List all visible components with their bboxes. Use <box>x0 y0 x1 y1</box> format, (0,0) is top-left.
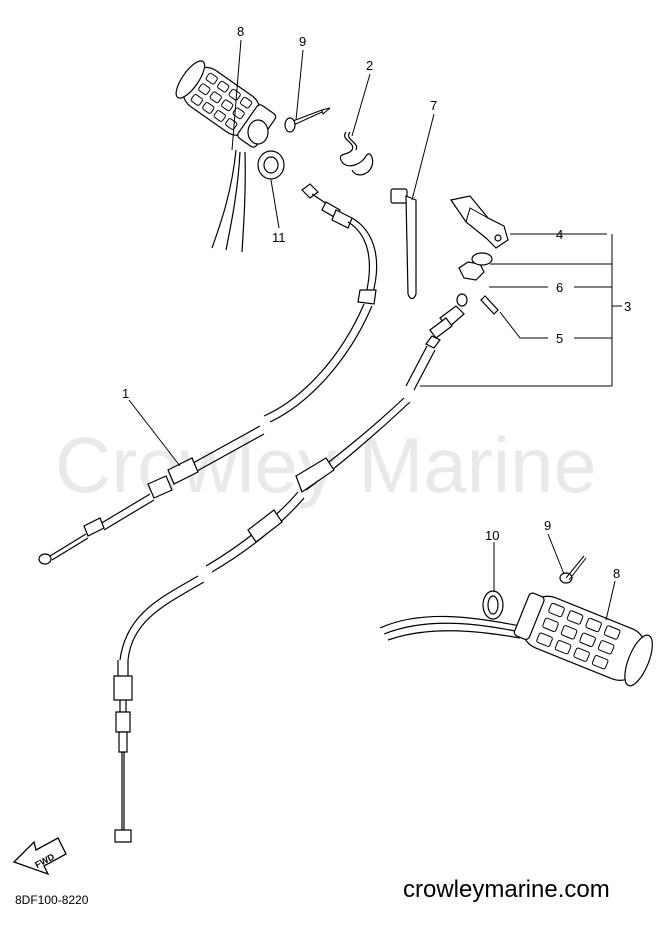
callout-4: 4 <box>556 227 563 242</box>
callout-8-top: 8 <box>237 24 244 39</box>
top-screw-part-9[interactable] <box>284 107 331 133</box>
top-grip-part-8[interactable] <box>171 57 278 253</box>
bracket-part-4[interactable] <box>449 195 509 249</box>
callout-11: 11 <box>272 230 286 245</box>
site-link[interactable]: crowleymarine.com <box>403 876 610 903</box>
pin-part-5[interactable] <box>480 295 499 315</box>
bottom-grip-part-8[interactable] <box>379 588 658 689</box>
callout-9-bottom: 9 <box>544 518 551 533</box>
callout-5: 5 <box>556 331 563 346</box>
nut-part-6[interactable] <box>458 252 493 281</box>
callout-6: 6 <box>556 280 563 295</box>
collar-part-10[interactable] <box>482 590 504 620</box>
callout-1: 1 <box>122 386 129 401</box>
collar-part-11[interactable] <box>257 150 285 180</box>
callout-7: 7 <box>430 98 437 113</box>
cable-tie-part-7[interactable] <box>390 188 417 300</box>
throttle-cable-part-3[interactable] <box>113 293 468 843</box>
clip-part-2[interactable] <box>339 131 374 176</box>
leader-lines <box>128 39 622 621</box>
callout-3: 3 <box>624 299 631 314</box>
bottom-screw-part-9[interactable] <box>559 555 587 584</box>
fwd-arrow-icon: FWD <box>12 837 67 876</box>
callout-8-bottom: 8 <box>613 566 620 581</box>
diagram-code: 8DF100-8220 <box>15 893 89 907</box>
shift-cable-part-1[interactable] <box>38 183 378 565</box>
callout-2: 2 <box>366 58 373 73</box>
callout-10: 10 <box>485 528 499 543</box>
callout-9-top: 9 <box>299 34 306 49</box>
